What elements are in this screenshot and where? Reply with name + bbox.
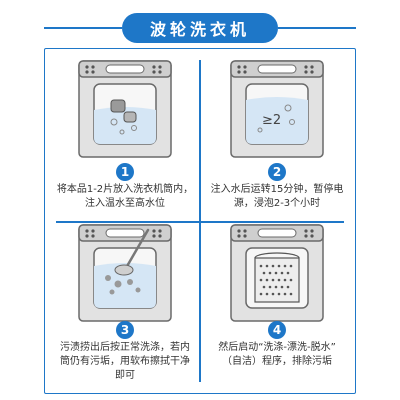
steps-frame (44, 48, 356, 394)
step-2-line-1: 注入水后运转15分钟，暂停电 (210, 184, 344, 195)
step-3: 3 污渍捞出后按正常洗涤，若内 筒仍有污垢，用软布擦拭干净 即可 (50, 224, 200, 389)
step-4-line-2: （自洁）程序，排除污垢 (222, 356, 332, 367)
step-4: 4 然后启动“洗涤-漂洗-脱水” （自洁）程序，排除污垢 (202, 224, 352, 389)
step-3-description: 污渍捞出后按正常洗涤，若内 筒仍有污垢，用软布擦拭干净 即可 (50, 341, 200, 383)
step-1-line-1: 将本品1-2片放入洗衣机筒内， (56, 184, 194, 195)
washer-scoop-dirt-icon (78, 224, 172, 322)
washer-tablet-drop-icon (78, 60, 172, 158)
step-number-3: 3 (116, 321, 134, 339)
step-3-line-1: 污渍捞出后按正常洗涤，若内 (60, 342, 190, 353)
step-number-4: 4 (268, 321, 286, 339)
step-2: ≥2 2 注入水后运转15分钟，暂停电 源，浸泡2-3个小时 (202, 55, 352, 220)
step-number-1: 1 (116, 163, 134, 181)
soak-hours-label: ≥2 (262, 113, 281, 128)
step-1-line-2: 注入温水至高水位 (85, 198, 165, 209)
title-rule-right (278, 27, 356, 29)
washer-clean-drum-icon (230, 224, 324, 322)
step-3-line-2: 筒仍有污垢，用软布擦拭干净 (60, 356, 190, 367)
horizontal-divider (56, 221, 344, 223)
step-number-2: 2 (268, 163, 286, 181)
step-1: 1 将本品1-2片放入洗衣机筒内， 注入温水至高水位 (50, 55, 200, 220)
step-4-line-1: 然后启动“洗涤-漂洗-脱水” (218, 342, 336, 353)
washer-soak-timer-icon: ≥2 (230, 60, 324, 158)
title-rule-left (44, 27, 122, 29)
step-2-line-2: 源，浸泡2-3个小时 (233, 198, 321, 209)
step-1-description: 将本品1-2片放入洗衣机筒内， 注入温水至高水位 (50, 183, 200, 211)
step-2-description: 注入水后运转15分钟，暂停电 源，浸泡2-3个小时 (202, 183, 352, 211)
step-4-description: 然后启动“洗涤-漂洗-脱水” （自洁）程序，排除污垢 (202, 341, 352, 369)
step-3-line-3: 即可 (115, 370, 135, 381)
page-title: 波轮洗衣机 (122, 13, 278, 43)
